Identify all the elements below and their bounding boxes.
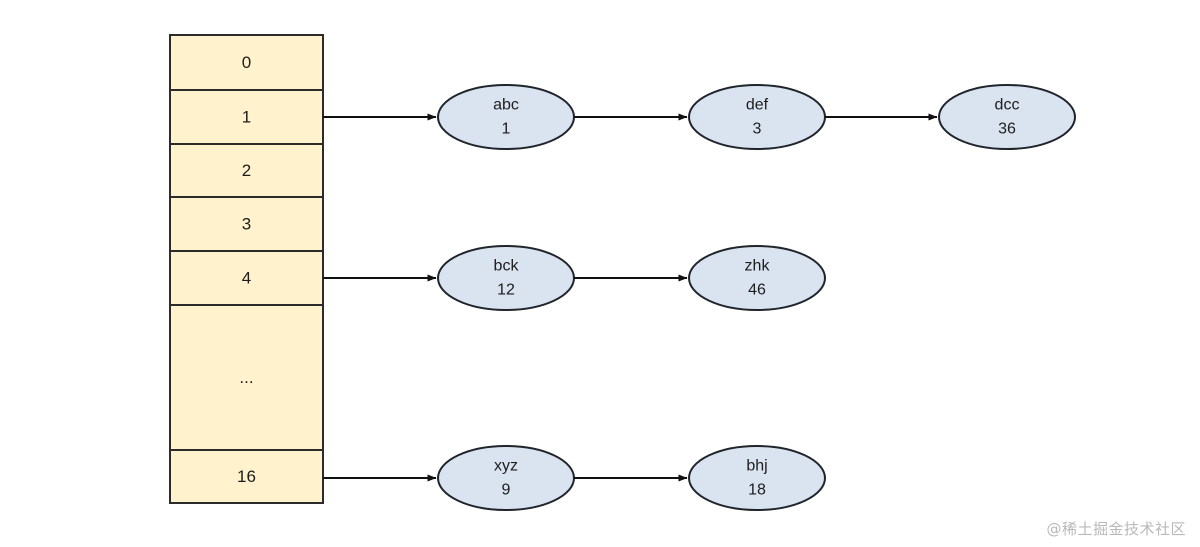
chain-node-shape <box>688 245 826 311</box>
chain-bucket-16: xyz 9 bhj 18 <box>323 445 826 511</box>
chain-bucket-1: abc 1 def 3 dcc 36 <box>323 84 1076 150</box>
chain-node-shape <box>688 84 826 150</box>
chain-node-shape <box>437 245 575 311</box>
chain-node-value: 9 <box>502 482 511 499</box>
chain-node-shape <box>437 84 575 150</box>
chain-node-value: 3 <box>753 121 762 138</box>
chain-node-bhj[interactable]: bhj 18 <box>688 445 826 511</box>
bucket-cell-1[interactable]: 1 <box>169 89 324 145</box>
bucket-cell-label: 1 <box>242 108 251 127</box>
watermark: @稀土掘金技术社区 <box>1046 520 1186 538</box>
chain-node-shape <box>938 84 1076 150</box>
chain-node-key: dcc <box>995 97 1020 114</box>
bucket-cell-label: ... <box>239 368 253 387</box>
chain-node-key: xyz <box>494 458 518 475</box>
bucket-cell-box <box>169 34 324 91</box>
chain-node-key: bhj <box>746 458 767 475</box>
chain-node-value: 18 <box>748 482 766 499</box>
bucket-cell-box <box>169 449 324 504</box>
bucket-cell-box <box>169 304 324 451</box>
bucket-cell-ellipsisellipsisellipsis[interactable]: ... <box>169 304 324 451</box>
chain-node-key: zhk <box>745 258 771 275</box>
chain-node-key: abc <box>493 97 519 114</box>
bucket-array: 0 1 2 3 4... 16 <box>169 34 324 504</box>
chain-node-bck[interactable]: bck 12 <box>437 245 575 311</box>
bucket-cell-label: 2 <box>242 161 251 180</box>
bucket-cell-16[interactable]: 16 <box>169 449 324 504</box>
chain-node-key: def <box>746 97 769 114</box>
chain-node-dcc[interactable]: dcc 36 <box>938 84 1076 150</box>
bucket-cell-box <box>169 89 324 145</box>
chain-node-shape <box>437 445 575 511</box>
bucket-cell-box <box>169 196 324 252</box>
chain-node-key: bck <box>494 258 520 275</box>
chain-node-value: 36 <box>998 121 1016 138</box>
chain-node-abc[interactable]: abc 1 <box>437 84 575 150</box>
bucket-cell-label: 4 <box>242 269 251 288</box>
chain-node-value: 1 <box>502 121 511 138</box>
chain-nodes-group: abc 1 def 3 dcc 36 bck 12 zhk 46 xyz 9 bhj 18 <box>323 84 1076 511</box>
chain-node-value: 12 <box>497 282 515 299</box>
bucket-cell-0[interactable]: 0 <box>169 34 324 91</box>
bucket-cell-3[interactable]: 3 <box>169 196 324 252</box>
chain-node-def[interactable]: def 3 <box>688 84 826 150</box>
bucket-cell-label: 16 <box>237 467 256 486</box>
bucket-cell-label: 3 <box>242 215 251 234</box>
chain-bucket-4: bck 12 zhk 46 <box>323 245 826 311</box>
bucket-cell-4[interactable]: 4 <box>169 250 324 306</box>
chain-node-value: 46 <box>748 282 766 299</box>
bucket-cell-2[interactable]: 2 <box>169 143 324 198</box>
bucket-cell-label: 0 <box>242 53 251 72</box>
chain-node-zhk[interactable]: zhk 46 <box>688 245 826 311</box>
chain-node-shape <box>688 445 826 511</box>
chain-node-xyz[interactable]: xyz 9 <box>437 445 575 511</box>
